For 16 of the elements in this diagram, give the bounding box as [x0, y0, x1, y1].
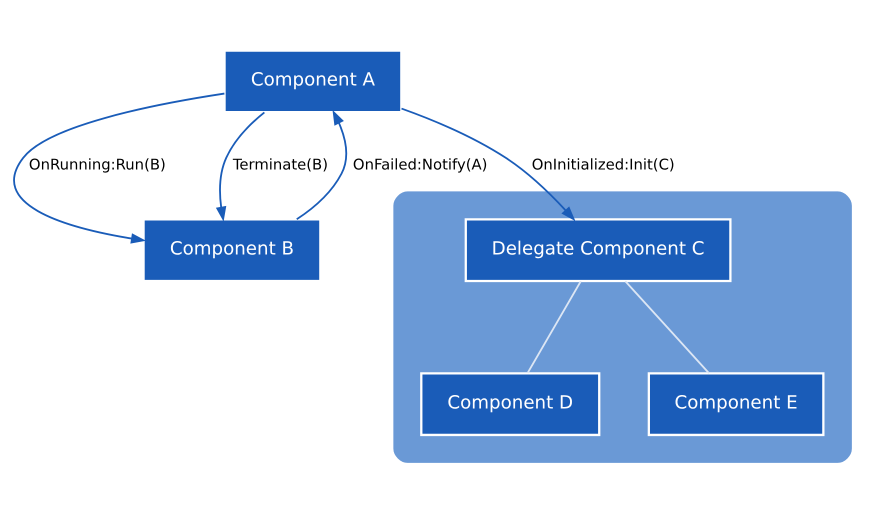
arrow: [296, 110, 347, 220]
node-box: Component A: [222, 49, 402, 114]
arrow: [12, 92, 224, 244]
edge-label: OnFailed:Notify(A): [352, 156, 487, 174]
arrow: [400, 108, 575, 222]
edge-label: Terminate(B): [232, 156, 328, 174]
connector: [624, 280, 710, 374]
node-box: Delegate Component C: [464, 218, 732, 282]
node-box: Component D: [420, 372, 600, 436]
node-box: Component E: [647, 372, 824, 436]
cluster: [392, 191, 852, 463]
connector: [526, 280, 582, 374]
arrow: [215, 112, 264, 222]
edge-label: OnRunning:Run(B): [28, 156, 166, 174]
node-box: Component B: [142, 218, 321, 282]
edge-label: OnInitialized:Init(C): [531, 156, 674, 174]
